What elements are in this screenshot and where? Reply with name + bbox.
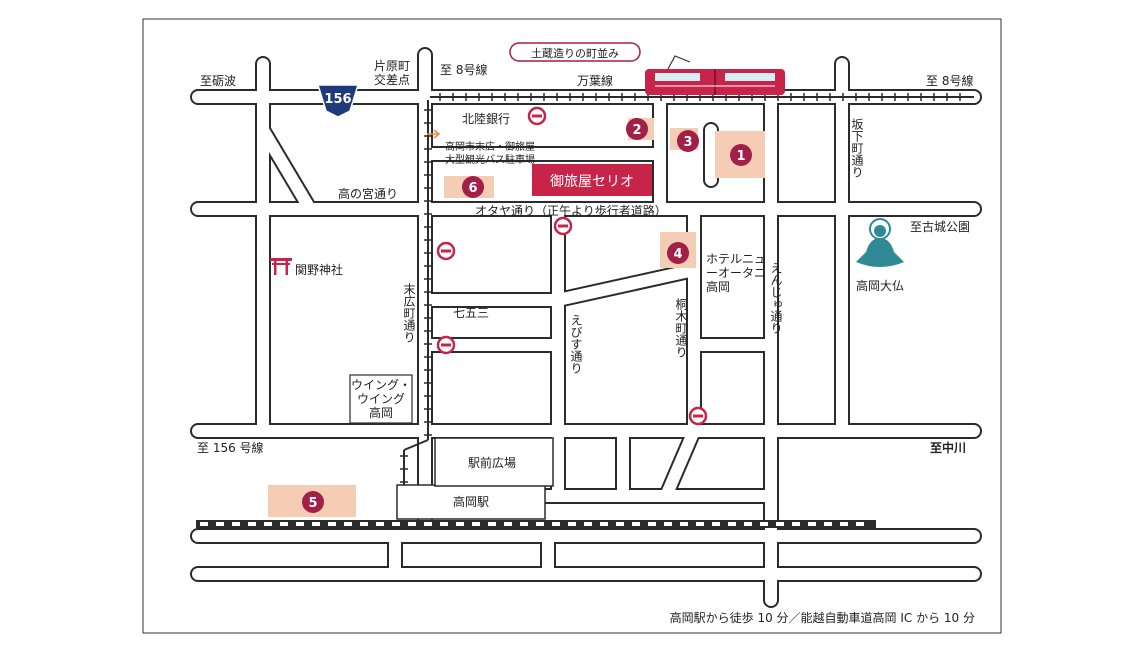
station-label: 高岡駅 bbox=[453, 494, 489, 509]
tram-icon bbox=[645, 55, 785, 95]
to-r8-right-label: 至 8号線 bbox=[926, 73, 973, 88]
location-marker-5[interactable]: 5 bbox=[302, 491, 324, 513]
ekimae-plaza bbox=[434, 437, 554, 487]
ekimae-label: 駅前広場 bbox=[468, 455, 516, 470]
enju-label: えんじゅ通り bbox=[769, 262, 783, 334]
svg-text:2: 2 bbox=[632, 123, 641, 138]
svg-text:5: 5 bbox=[308, 496, 317, 511]
bus-lot-label-2: 大型観光バス駐車場 bbox=[445, 153, 535, 166]
svg-text:156: 156 bbox=[324, 92, 351, 107]
takanomiya-label: 高の宮通り bbox=[338, 186, 398, 201]
svg-text:土蔵造りの町並み: 土蔵造りの町並み bbox=[531, 46, 619, 60]
suehiro-label: 末広町通り bbox=[402, 283, 416, 343]
no-entry-sign-icon bbox=[436, 106, 708, 426]
to-kojo-park-label: 至古城公園 bbox=[910, 219, 970, 234]
wing-label-2: ウイング bbox=[357, 392, 405, 406]
to-r8-top-label: 至 8号線 bbox=[440, 62, 487, 77]
bus-lot-label-1: 高岡市末広・御旅屋 bbox=[445, 140, 535, 153]
serio-building[interactable] bbox=[532, 164, 652, 196]
katahara-label-1: 片原町 bbox=[374, 59, 410, 73]
to-nakagawa-label: 至中川 bbox=[930, 440, 966, 455]
shichigosan-label: 七五三 bbox=[453, 306, 489, 320]
ebisu-label: えびす通り bbox=[569, 314, 583, 374]
daibutsu-label: 高岡大仏 bbox=[856, 278, 904, 293]
svg-text:1: 1 bbox=[736, 149, 745, 164]
otaya-label: オタヤ通り（正午より歩行者道路） bbox=[475, 203, 667, 218]
hokuriku-bank-label: 北陸銀行 bbox=[462, 112, 510, 126]
access-footer-note: 高岡駅から徒歩 10 分／能越自動車道高岡 IC から 10 分 bbox=[670, 610, 975, 625]
torii-icon bbox=[270, 258, 292, 275]
route-156-badge-icon: 156 bbox=[316, 84, 360, 118]
hotel-label-1: ホテルニュ bbox=[706, 252, 766, 266]
hotel-label-3: 高岡 bbox=[706, 279, 730, 294]
buddha-icon bbox=[856, 218, 904, 267]
location-marker-2[interactable]: 2 bbox=[626, 118, 648, 140]
sakashita-label: 坂下町通り bbox=[850, 118, 864, 178]
serio-label: 御旅屋セリオ bbox=[550, 174, 634, 190]
dozo-street-badge[interactable]: 土蔵造りの町並み bbox=[509, 42, 641, 62]
location-marker-6[interactable]: 6 bbox=[462, 176, 484, 198]
location-marker-1[interactable]: 1 bbox=[730, 144, 752, 166]
bus-parking-arrow-icon bbox=[427, 129, 441, 139]
wing-label-3: 高岡 bbox=[369, 405, 393, 420]
wing-label-1: ウイング・ bbox=[351, 378, 411, 392]
wing-wing-building[interactable] bbox=[349, 374, 413, 424]
to-tonami-label: 至砺波 bbox=[200, 74, 236, 88]
manyo-line-label: 万葉線 bbox=[577, 73, 613, 88]
kirinoki-label: 桐木町通り bbox=[674, 298, 688, 358]
railway-line bbox=[196, 520, 876, 528]
to-r156-label: 至 156 号線 bbox=[197, 440, 264, 455]
sekino-shrine-label: 関野神社 bbox=[295, 262, 343, 277]
svg-text:6: 6 bbox=[468, 181, 477, 196]
svg-text:3: 3 bbox=[683, 135, 692, 150]
location-marker-3[interactable]: 3 bbox=[677, 130, 699, 152]
hotel-label-2: ーオータニ bbox=[706, 266, 766, 280]
katahara-label-2: 交差点 bbox=[374, 72, 410, 87]
svg-text:4: 4 bbox=[673, 247, 682, 262]
location-marker-4[interactable]: 4 bbox=[667, 242, 689, 264]
